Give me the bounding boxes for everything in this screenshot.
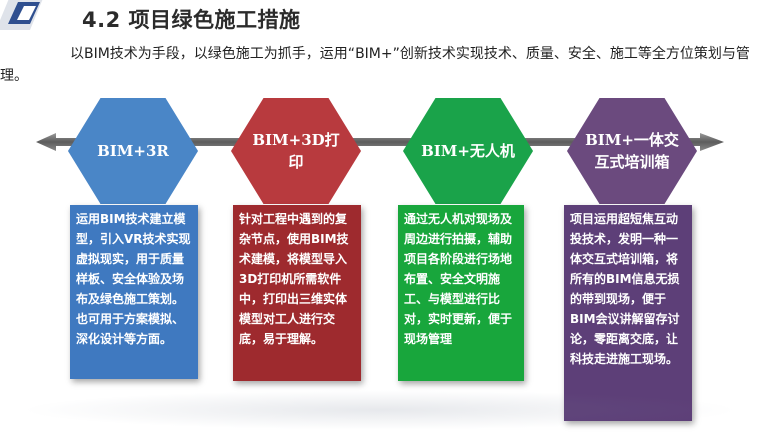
- hex-label: BIM+3R: [97, 142, 169, 160]
- hex-bim-training-box: BIM+一体交互式培训箱: [567, 98, 697, 204]
- floor-shadow: [20, 390, 740, 430]
- hex-label: BIM+3D打印: [252, 131, 340, 171]
- timeline-arrow: [36, 133, 724, 151]
- desc-text: 针对工程中遇到的复杂节点，使用BIM技术建模，将模型导入3D打印机所需软件中，打…: [239, 212, 349, 346]
- desc-text: 项目运用超短焦互动投技术，发明一种一体交互式培训箱，将所有的BIM信息无损的带到…: [570, 212, 680, 366]
- desc-box-bim-3r: 运用BIM技术建立模型，引入VR技术实现虚拟现实，用于质量样板、安全体验及场布及…: [70, 205, 198, 379]
- desc-box-bim-drone: 通过无人机对现场及周边进行拍摄，辅助项目各阶段进行场地布置、安全文明施工、与模型…: [398, 205, 524, 381]
- page-title: 4.2 项目绿色施工措施: [82, 8, 301, 32]
- diamond-logo-icon: [0, 0, 43, 30]
- desc-text: 运用BIM技术建立模型，引入VR技术实现虚拟现实，用于质量样板、安全体验及场布及…: [76, 212, 191, 346]
- desc-text: 通过无人机对现场及周边进行拍摄，辅助项目各阶段进行场地布置、安全文明施工、与模型…: [404, 212, 513, 346]
- hex-label: BIM+无人机: [421, 142, 515, 160]
- desc-box-bim-training-box: 项目运用超短焦互动投技术，发明一种一体交互式培训箱，将所有的BIM信息无损的带到…: [564, 205, 692, 421]
- hex-label: BIM+一体交互式培训箱: [585, 131, 679, 171]
- desc-box-bim-3d-print: 针对工程中遇到的复杂节点，使用BIM技术建模，将模型导入3D打印机所需软件中，打…: [233, 205, 361, 381]
- intro-paragraph: 以BIM技术为手段，以绿色施工为抓手，运用“BIM+”创新技术实现技术、质量、安…: [0, 46, 750, 84]
